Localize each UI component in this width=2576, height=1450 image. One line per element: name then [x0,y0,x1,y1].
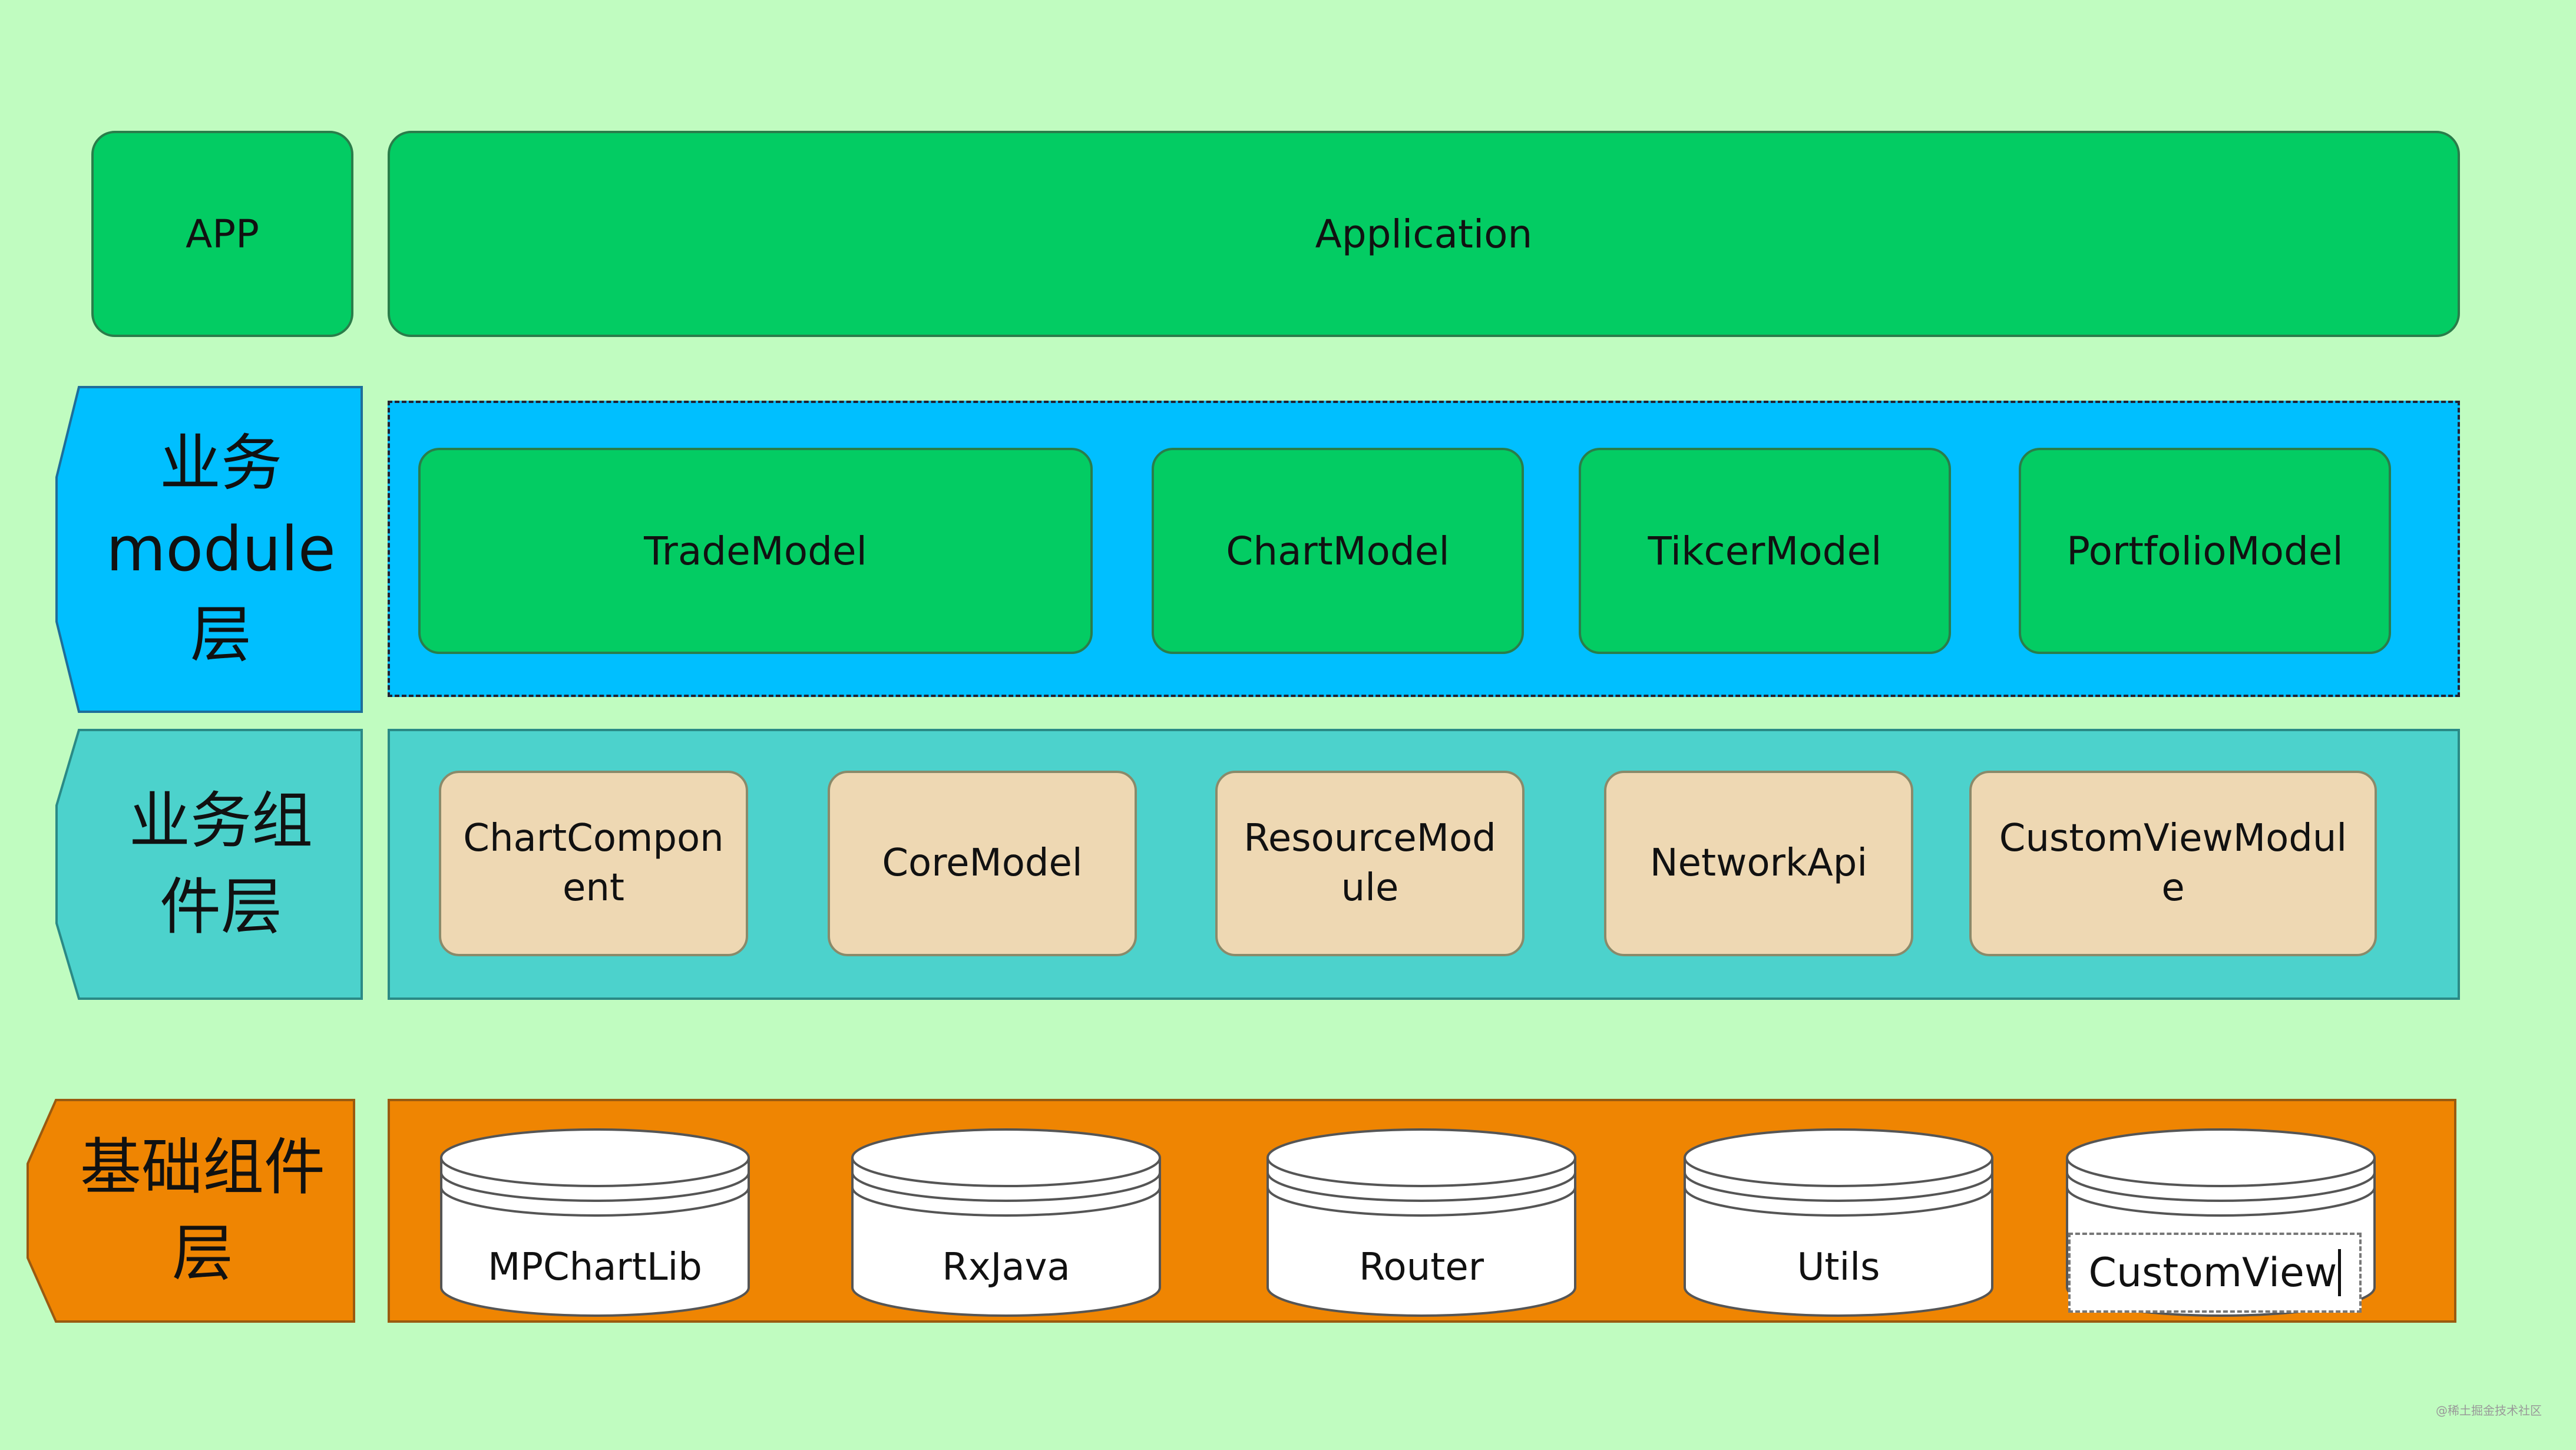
business-module-layer-banner: 业务 module 层 [55,386,363,713]
base-component-layer-banner: 基础组件 层 [27,1099,355,1323]
library-router: Router [1265,1122,1578,1320]
library-customview: CustomView [2065,1122,2377,1320]
module-portfolio: PortfolioModel [2019,448,2391,654]
application-box: Application [388,131,2460,337]
library-rxjava: RxJava [850,1122,1162,1320]
business-component-layer-banner: 业务组 件层 [55,729,363,1000]
module-ticker: TikcerModel [1579,448,1951,654]
module-trade: TradeModel [418,448,1093,654]
text-caret [2338,1249,2342,1296]
business-component-layer-label: 业务组 件层 [128,785,313,943]
component-chart: ChartCompon ent [439,771,748,956]
component-customview: CustomViewModul e [1969,771,2377,956]
business-module-layer-label: 业务 module 层 [106,427,336,671]
application-label: Application [1315,211,1533,257]
base-component-layer-label: 基础组件 层 [80,1131,325,1289]
customview-text-editor[interactable]: CustomView [2068,1233,2362,1313]
component-core: CoreModel [828,771,1137,956]
component-network: NetworkApi [1604,771,1913,956]
library-mpchartlib: MPChartLib [439,1122,751,1320]
app-box: APP [91,131,353,337]
module-chart: ChartModel [1152,448,1524,654]
library-utils: Utils [1682,1122,1995,1320]
component-resource: ResourceMod ule [1215,771,1525,956]
watermark: @稀土掘金技术社区 [2436,1403,2542,1418]
app-label: APP [186,211,259,257]
